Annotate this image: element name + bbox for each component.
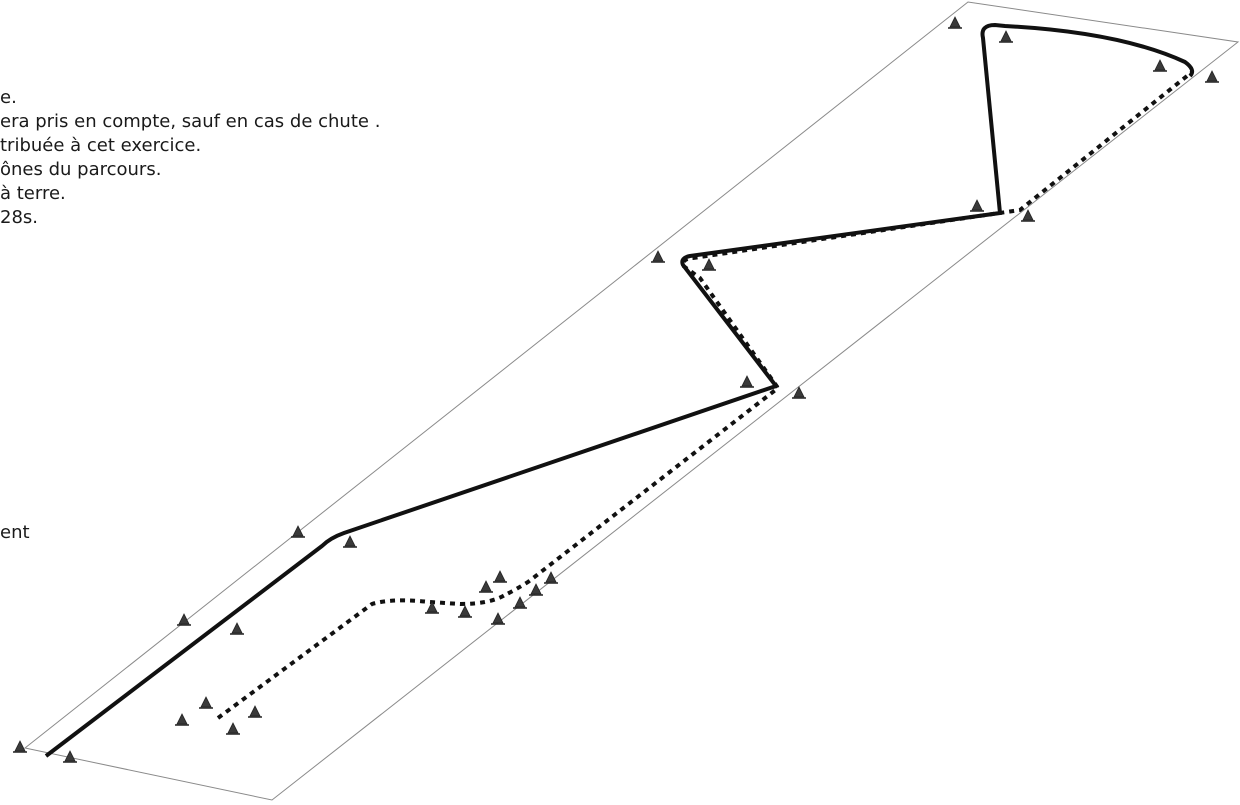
instructions-text: e. era pris en compte, sauf en cas de ch… [0, 86, 560, 230]
cone-icon [424, 601, 440, 614]
cone-icon [998, 30, 1014, 43]
cone-icon [739, 375, 755, 388]
instruction-line: à terre. [0, 183, 66, 204]
cone-icon [176, 613, 192, 626]
cone-icon [457, 605, 473, 618]
cone-icon [492, 570, 508, 583]
cone-icon [225, 722, 241, 735]
cone-icon [512, 596, 528, 609]
footer-text: ent [0, 522, 30, 543]
instruction-line: 28s. [0, 207, 39, 228]
cone-icon [478, 580, 494, 593]
solid-path [44, 22, 1195, 758]
cone-icon [1152, 59, 1168, 72]
cone-icon [650, 250, 666, 263]
cone-icon [247, 705, 263, 718]
course-boundary [23, 1, 1240, 801]
dotted-path [216, 70, 1194, 720]
cone-icon [969, 199, 985, 212]
instruction-line: tribuée à cet exercice. [0, 135, 202, 156]
cone-icon [1020, 209, 1036, 222]
cone-icon [1204, 70, 1220, 83]
cone-icon [342, 535, 358, 548]
cone-icon [791, 386, 807, 399]
instruction-line: era pris en compte, sauf en cas de chute… [0, 111, 381, 132]
cone-icon [947, 16, 963, 29]
cone-icon [229, 622, 245, 635]
cone-icon [174, 713, 190, 726]
cone-icon [12, 740, 28, 753]
cone-icon [701, 258, 717, 271]
instruction-line: e. [0, 87, 17, 108]
instruction-line: ônes du parcours. [0, 159, 162, 180]
cone-icon [198, 696, 214, 709]
